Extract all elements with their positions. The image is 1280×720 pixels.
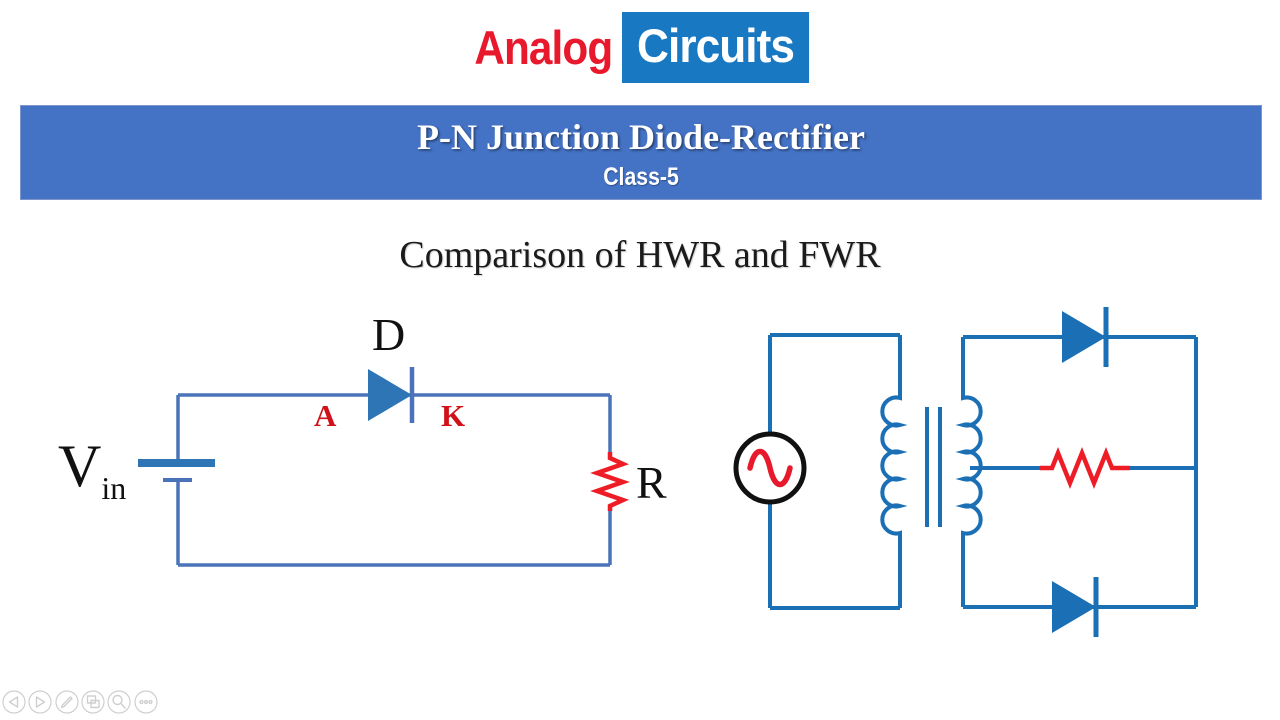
zoom-button[interactable] xyxy=(107,690,131,714)
class-number: Class-5 xyxy=(603,163,679,191)
logo-word-analog: Analog xyxy=(474,21,613,74)
transformer-primary-coil xyxy=(880,335,908,608)
fwr-bottom-diode-triangle xyxy=(1052,581,1096,633)
diode-label: D xyxy=(372,309,406,360)
transformer-core xyxy=(925,407,942,527)
more-button[interactable] xyxy=(134,690,158,714)
transformer-secondary-coil xyxy=(955,337,983,607)
fwr-circuit-diagram xyxy=(733,307,1198,637)
pen-icon xyxy=(60,696,73,709)
vin-subscript: in xyxy=(101,470,127,506)
prev-button[interactable] xyxy=(2,690,26,714)
prev-icon xyxy=(8,696,19,708)
magnifier-icon xyxy=(112,694,123,706)
resistor-label: R xyxy=(636,457,667,508)
sine-wave-icon xyxy=(747,448,793,488)
lecture-title: P-N Junction Diode-Rectifier xyxy=(417,117,865,157)
channel-logo: Analog Circuits xyxy=(0,12,1280,83)
next-icon xyxy=(35,696,46,708)
cathode-label: K xyxy=(441,398,466,433)
hwr-diode-triangle xyxy=(368,369,412,421)
logo-word-circuits: Circuits xyxy=(622,12,810,83)
ellipsis-icon xyxy=(139,699,153,705)
anode-label: A xyxy=(314,398,337,433)
title-banner: P-N Junction Diode-Rectifier Class-5 xyxy=(20,105,1262,200)
next-button[interactable] xyxy=(28,690,52,714)
slide-heading: Comparison of HWR and FWR xyxy=(399,234,881,276)
vin-letter: V xyxy=(58,433,102,499)
pen-button[interactable] xyxy=(55,690,79,714)
input-voltage-label: Vin xyxy=(58,432,126,504)
hwr-circuit-diagram xyxy=(138,367,630,567)
hwr-resistor-zigzag xyxy=(590,452,630,511)
fwr-top-diode-triangle xyxy=(1062,311,1106,363)
annotation-toolbar xyxy=(2,690,158,714)
media-button[interactable] xyxy=(81,690,105,714)
fwr-resistor-zigzag xyxy=(1040,446,1130,490)
